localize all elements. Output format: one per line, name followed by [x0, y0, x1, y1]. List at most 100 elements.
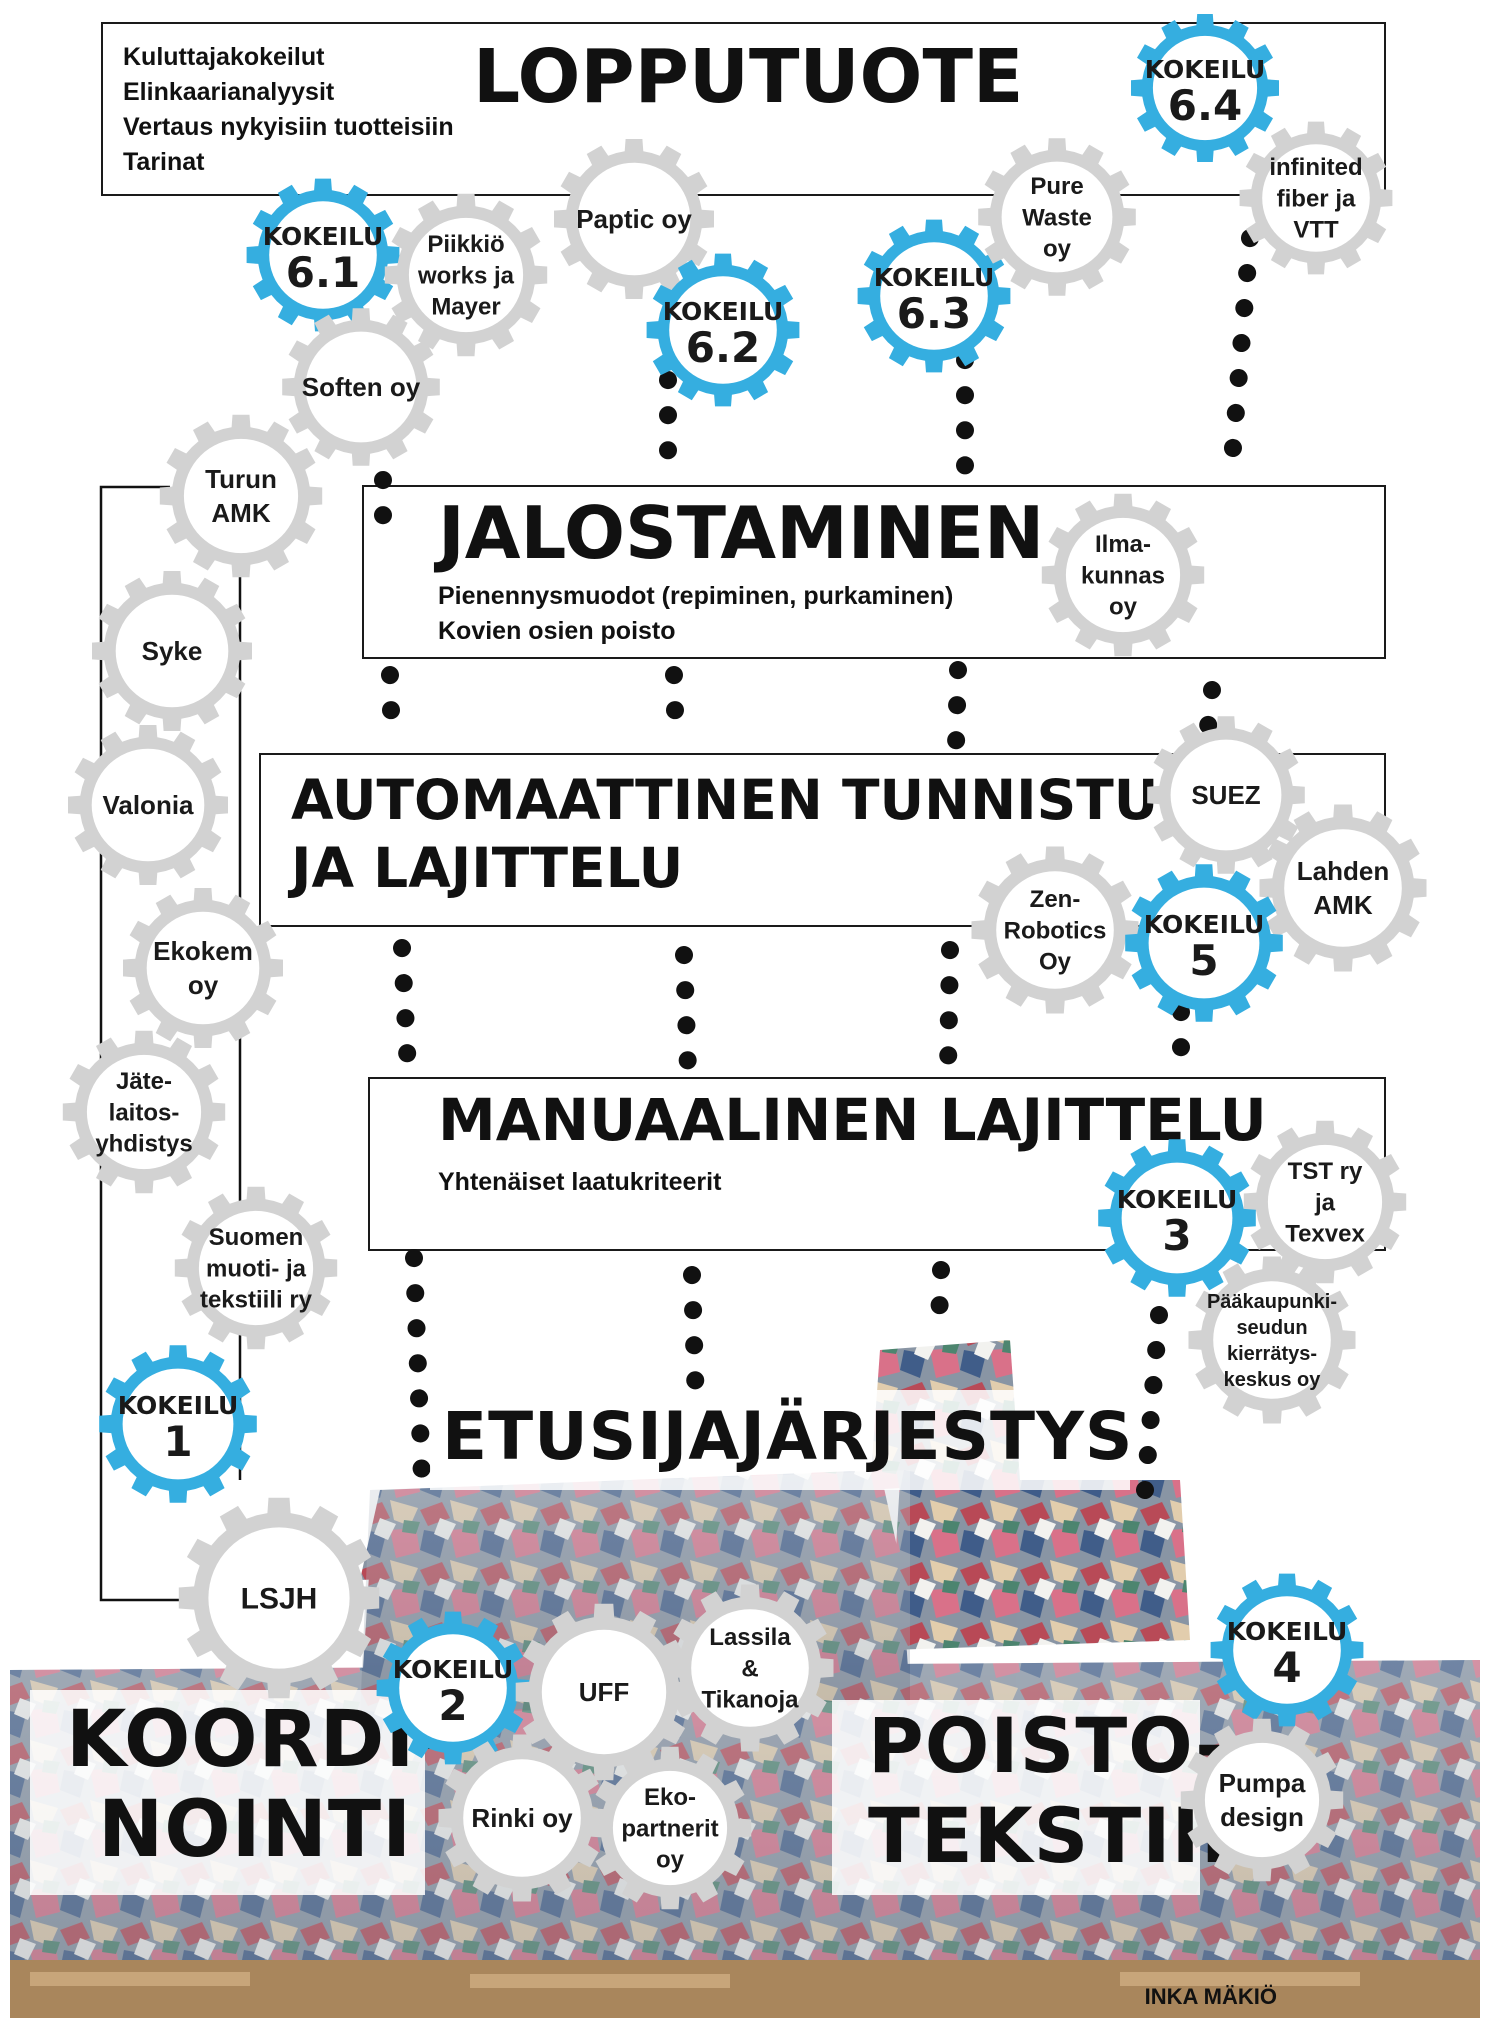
gear-kokeilu-3-number: 3 — [1162, 1211, 1191, 1260]
gear-kokeilu-6-3-face — [880, 242, 988, 350]
etusija-title: ETUSIJAJÄRJESTYS — [442, 1398, 1134, 1475]
gear-turun-amk-face — [183, 438, 299, 554]
jalostaminen-line-1: Pienennysmuodot (repiminen, purkaminen) — [438, 582, 954, 610]
dotted-path-10 — [683, 1266, 705, 1414]
gear-zenrobotics-label-3: Oy — [1039, 949, 1072, 976]
gear-rinki-face — [463, 1759, 581, 1877]
gear-ekokem-label-2: oy — [188, 970, 219, 1000]
gear-rinki: Rinki oy — [438, 1734, 606, 1902]
gear-paakaupunki-label-4: keskus oy — [1224, 1369, 1322, 1391]
gear-jatelaitos: Jäte-laitos-yhdistys — [62, 1030, 226, 1194]
gear-paptic-face — [577, 162, 691, 276]
gear-kokeilu-3-word: KOKEILU — [1117, 1185, 1238, 1214]
gear-lahden-amk-face — [1284, 829, 1402, 947]
gear-kokeilu-5-number: 5 — [1189, 936, 1218, 985]
lopputuote-line-4: Tarinat — [123, 148, 205, 176]
gear-kokeilu-6-2-word: KOKEILU — [663, 297, 784, 326]
manuaalinen-title: MANUAALINEN LAJITTELU — [438, 1086, 1267, 1154]
jalostaminen-line-2: Kovien osien poisto — [438, 617, 676, 645]
gear-kokeilu-6-2-number: 6.2 — [686, 323, 760, 372]
gear-rinki-label-1: Rinki oy — [471, 1803, 573, 1833]
poistotekstiili-line-1: POISTO- — [868, 1701, 1228, 1790]
dotted-path-2 — [665, 666, 685, 754]
gear-kokeilu-4-word: KOKEILU — [1227, 1617, 1348, 1646]
gear-kokeilu-4-number: 4 — [1272, 1643, 1301, 1692]
lopputuote-line-3: Vertaus nykyisiin tuotteisiin — [123, 113, 454, 141]
gear-paakaupunki-label-3: kierrätys- — [1227, 1343, 1317, 1365]
gear-piikkio-label-1: Piikkiö — [427, 231, 504, 258]
dotted-path-5 — [393, 939, 417, 1079]
gear-lassila-label-3: Tikanoja — [702, 1687, 800, 1714]
gear-infinited-label-2: fiber ja — [1277, 185, 1356, 212]
dotted-path-9 — [405, 1249, 431, 1489]
gear-kokeilu-3-face — [1121, 1162, 1233, 1274]
dotted-path-1 — [381, 666, 401, 754]
gear-infinited-label-1: infinited — [1269, 154, 1362, 181]
dotted-path-4 — [1197, 681, 1221, 754]
gear-kokeilu-1-face — [122, 1368, 234, 1480]
gear-turun-amk-label-2: AMK — [211, 498, 270, 528]
gear-ilmakunnas-label-2: kunnas — [1081, 562, 1165, 589]
gear-pure-waste-label-2: Waste — [1022, 204, 1092, 231]
dotted-path-7 — [939, 941, 959, 1079]
dotted-path-12 — [1136, 1306, 1168, 1499]
gear-tst-ry-face — [1267, 1144, 1383, 1260]
etusija-panel — [430, 1390, 1130, 1490]
gear-soften-label-1: Soften oy — [302, 372, 421, 402]
gear-jatelaitos-label-1: Jäte- — [116, 1068, 172, 1095]
koordinointi-panel — [30, 1690, 425, 1895]
automaattinen-title-line-2: JA LAJITTELU — [291, 836, 684, 900]
jalostaminen-box: JALOSTAMINEN Pienennysmuodot (repiminen,… — [362, 485, 1386, 659]
gear-uff-label-1: UFF — [579, 1677, 630, 1707]
gear-lahden-amk-label-1: Lahden — [1297, 856, 1389, 886]
gear-paakaupunki: Pääkaupunki-seudun kierrätys-keskus oy — [1188, 1256, 1356, 1424]
gear-ekokem-face — [146, 911, 260, 1025]
gear-pumpa-label-2: design — [1220, 1802, 1304, 1832]
gear-suomen-muoti-label-2: muoti- ja — [206, 1255, 307, 1282]
gear-lsjh: LSJH — [178, 1497, 380, 1699]
gear-lahden-amk-label-2: AMK — [1313, 890, 1372, 920]
gear-zenrobotics-face — [996, 871, 1114, 989]
gear-uff: UFF — [515, 1603, 693, 1781]
gear-ilmakunnas-label-3: oy — [1109, 594, 1138, 621]
gear-ilmakunnas-face — [1065, 517, 1181, 633]
automaattinen-title-line-1: AUTOMAATTINEN TUNNISTUS — [291, 768, 1199, 832]
gear-syke-label-1: Syke — [142, 636, 203, 666]
gear-jatelaitos-label-2: laitos- — [109, 1099, 180, 1126]
gear-lsjh-face — [208, 1527, 350, 1669]
koordinointi-line-2: NOINTI — [98, 1785, 413, 1875]
dotted-path-3 — [947, 661, 967, 754]
gear-kokeilu-6-4-word: KOKEILU — [1145, 55, 1266, 84]
gear-paakaupunki-label-2: seudun — [1236, 1317, 1307, 1339]
gear-suomen-muoti-label-1: Suomen — [209, 1224, 304, 1251]
gear-syke: Syke — [92, 571, 252, 731]
gear-paakaupunki-label-1: Pääkaupunki- — [1207, 1291, 1337, 1313]
gear-paakaupunki-face — [1213, 1281, 1331, 1399]
gear-kokeilu-5-face — [1148, 887, 1260, 999]
gear-lassila-face — [691, 1609, 809, 1727]
gear-lassila-label-2: & — [741, 1655, 758, 1682]
gear-lsjh-label-1: LSJH — [241, 1583, 318, 1616]
gear-jatelaitos-face — [86, 1054, 202, 1170]
gear-zenrobotics-label-2: Robotics — [1004, 917, 1107, 944]
gear-pure-waste-label-3: oy — [1043, 236, 1072, 263]
gear-tst-ry-label-2: ja — [1314, 1189, 1336, 1216]
gear-soften-face — [305, 331, 417, 443]
gear-pumpa-face — [1204, 1742, 1320, 1858]
